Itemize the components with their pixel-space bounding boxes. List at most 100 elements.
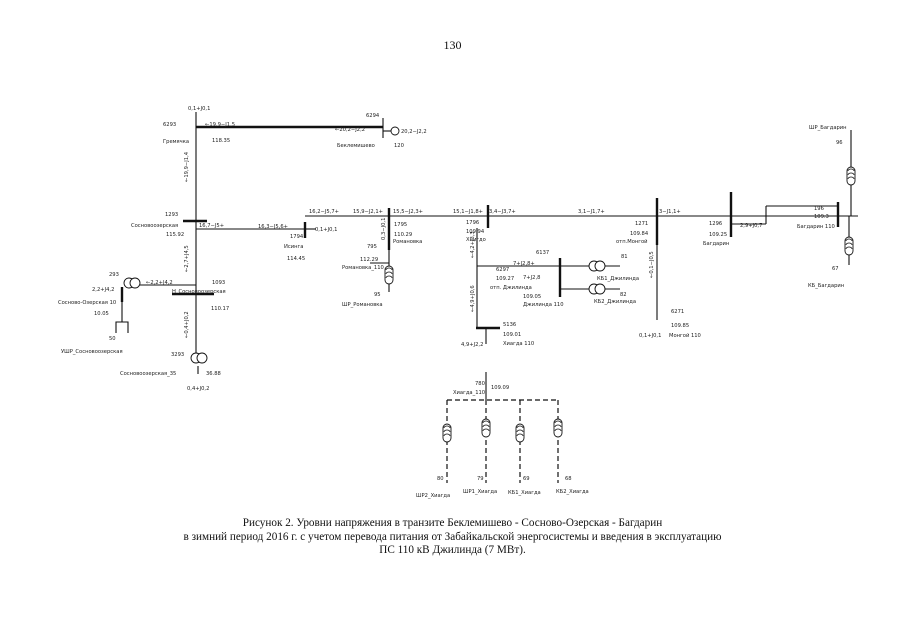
flow-beklemishevo-left: ←20,2−J2,2 bbox=[335, 127, 365, 133]
dzhilinda-in-flow: 7+J2,8 bbox=[523, 275, 540, 281]
flow-vertical-3: ←0,4+J0,2 bbox=[184, 311, 190, 338]
node-68: 68 bbox=[565, 476, 572, 482]
node-1296: 1296 bbox=[709, 221, 722, 227]
gremyachka-voltage: 118.35 bbox=[212, 138, 230, 144]
node-96: 96 bbox=[836, 140, 843, 146]
mongoy-name: Монгой 110 bbox=[669, 332, 701, 339]
sos10-voltage: 10.05 bbox=[94, 311, 109, 317]
reactor-bagdarin-icon bbox=[846, 166, 856, 186]
otp-mongoy-name: отп.Монгой bbox=[616, 238, 648, 245]
ushr-icon bbox=[115, 321, 129, 333]
ushr-name: УШР_Сосновоозерская bbox=[61, 349, 123, 355]
node-80: 80 bbox=[437, 476, 444, 482]
node-6297: 6297 bbox=[496, 267, 509, 273]
node-1796: 1796 bbox=[466, 220, 479, 226]
node-95: 95 bbox=[374, 292, 381, 298]
n-sosnovoozerskaya-voltage: 110.17 bbox=[211, 306, 229, 312]
sos10-name: Сосново-Озерская 10 bbox=[58, 300, 116, 306]
dzhilinda-flow: 7+J2,8+ bbox=[513, 261, 535, 267]
n-sosnovoozerskaya-name: Н_Сосновоозерская bbox=[172, 289, 226, 295]
caption-line-1: Рисунок 2. Уровни напряжения в транзите … bbox=[242, 517, 663, 529]
flow-15-1: 15,1−J1,8+ bbox=[453, 209, 483, 215]
node-6294: 6294 bbox=[366, 113, 380, 119]
kb1-khiagda-icon bbox=[515, 423, 525, 443]
bagdarin-name: Багдарин bbox=[703, 241, 729, 247]
dzhilinda-name: Джилинда 110 bbox=[523, 302, 564, 308]
caption-line-3: ПС 110 кВ Джилинда (7 МВт). bbox=[379, 544, 526, 556]
flow-15-9: 15,9−J2,1+ bbox=[353, 209, 383, 215]
khnigdo-name: Хнигдо bbox=[466, 237, 486, 243]
flow-vertical-2: ←2,7+J4,5 bbox=[184, 245, 190, 272]
node-1795: 1795 bbox=[394, 222, 407, 228]
flow-15-5: 15,5−J2,3+ bbox=[393, 209, 423, 215]
sosnovoozerskaya-voltage: 115.92 bbox=[166, 232, 184, 238]
khnigdo-voltage: 109.94 bbox=[466, 229, 485, 235]
khiagda-voltage: 109.01 bbox=[503, 332, 521, 338]
reactor-shr2-icon bbox=[442, 423, 452, 443]
sos10-flow-arrow: ←2,2+J4,2 bbox=[146, 280, 173, 286]
romanovka-branch-flow: 0,3−J0,1 bbox=[381, 218, 387, 240]
flow-vertical-4: ←4,9+J0,6 bbox=[470, 285, 476, 312]
romanovka-110-name: Романовка_110 bbox=[342, 265, 384, 271]
shr2-khiagda: ШР2_Хиагда bbox=[416, 493, 450, 499]
flow-3-4: 3,4−J3,7+ bbox=[489, 209, 516, 215]
dzhilinda-voltage: 109.05 bbox=[523, 294, 541, 300]
reactor-icon bbox=[384, 265, 394, 285]
node-6137: 6137 bbox=[536, 250, 549, 256]
romanovka-110-voltage: 112.29 bbox=[360, 257, 378, 263]
khiagda-load: 4,9+J2,2 bbox=[461, 342, 483, 348]
kb-bagdarin-icon bbox=[844, 236, 854, 256]
bagdarin-110-name: Багдарин 110 bbox=[797, 224, 835, 230]
kb2-dzhilinda: КБ2_Джилинда bbox=[594, 299, 636, 305]
caption-line-2: в зимний период 2016 г. с учетом перевод… bbox=[183, 530, 722, 543]
reactor-shr1-icon bbox=[481, 418, 491, 438]
node-780: 780 bbox=[475, 381, 485, 387]
node-69: 69 bbox=[523, 476, 530, 482]
node-67: 67 bbox=[832, 266, 839, 272]
node-3293: 3293 bbox=[171, 352, 184, 358]
node-1093: 1093 bbox=[212, 280, 225, 286]
mongoy-down-flow: ←0,1−J0,5 bbox=[649, 251, 655, 278]
otp-dzhilinda-voltage: 109.27 bbox=[496, 276, 514, 282]
node-6271: 6271 bbox=[671, 309, 684, 315]
kb-bagdarin: КБ_Багдарин bbox=[808, 283, 844, 289]
page-number: 130 bbox=[443, 38, 462, 52]
node-196: 196 bbox=[814, 206, 824, 212]
node-293: 293 bbox=[109, 272, 119, 278]
flow-gremyachka: ←19,9−J1,5 bbox=[205, 122, 235, 128]
node-1271: 1271 bbox=[635, 221, 648, 227]
node-6293: 6293 bbox=[163, 122, 176, 128]
isinga-name: Исинга bbox=[284, 244, 303, 250]
sos35-load: 0,4+J0,2 bbox=[187, 386, 209, 392]
bagdarin-voltage: 109.25 bbox=[709, 232, 727, 238]
khiagda-110-name: Хиагда_110 bbox=[453, 390, 485, 396]
bagdarin-flow: 2,9+J0,7 bbox=[740, 223, 762, 229]
flow-16-7: 16,7−J5+ bbox=[199, 223, 224, 229]
node-81: 81 bbox=[621, 254, 628, 260]
node-1293: 1293 bbox=[165, 212, 178, 218]
flow-vertical-1: ←19,9−J1,4 bbox=[184, 151, 190, 182]
node-82: 82 bbox=[620, 292, 627, 298]
node-79: 79 bbox=[477, 476, 484, 482]
sos10-flow: 2,2+J4,2 bbox=[92, 287, 114, 293]
kb1-dzhilinda-icon bbox=[588, 260, 606, 272]
kb2-khiagda-icon bbox=[553, 418, 563, 438]
khiagda-110-voltage: 109.09 bbox=[491, 385, 509, 391]
flow-3: 3−J1,1+ bbox=[659, 209, 681, 215]
kb2-khiagda: КБ2_Хиагда bbox=[556, 489, 589, 495]
node-50: 50 bbox=[109, 336, 116, 342]
kb1-dzhilinda: КБ1_Джилинда bbox=[597, 276, 639, 282]
isinga-voltage: 114.45 bbox=[287, 256, 305, 262]
mongoy-load: 0,1+J0,1 bbox=[639, 333, 661, 339]
shr1-khiagda: ШР1_Хиагда bbox=[463, 489, 497, 495]
isinga-load: 0,1+J0,1 bbox=[315, 227, 337, 233]
khnigdo-down-flow: ←4,2+J3,3 bbox=[470, 231, 476, 258]
transformer-icon bbox=[123, 277, 141, 289]
node-5136: 5136 bbox=[503, 322, 516, 328]
shr-romanovka: ШР_Романовка bbox=[342, 302, 383, 308]
flow-16-3: 16,3−J5,6+ bbox=[258, 224, 288, 230]
kb1-khiagda: КБ1_Хиагда bbox=[508, 490, 541, 496]
beklemishevo-name: Беклемишево bbox=[337, 143, 375, 149]
khiagda-name: Хиагда 110 bbox=[503, 341, 534, 347]
